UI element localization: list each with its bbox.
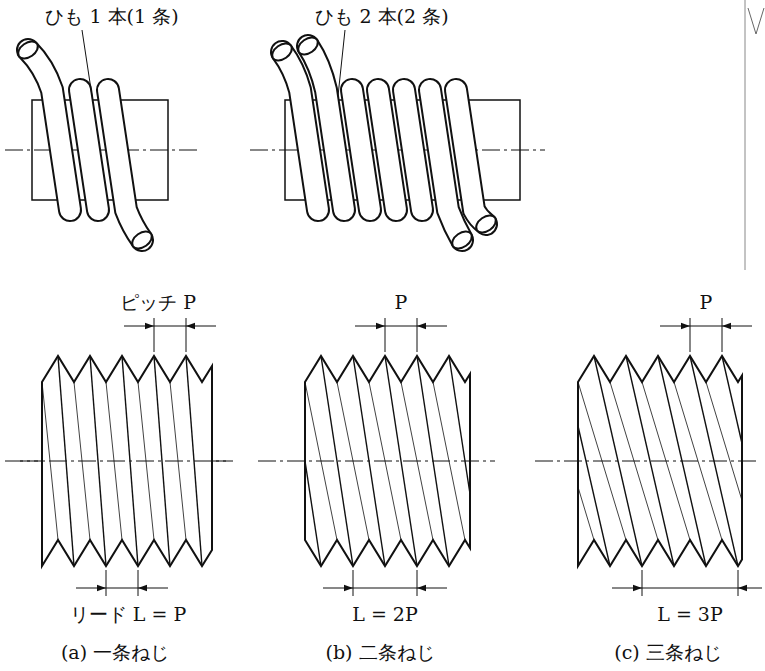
triple-start-thread: [535, 318, 762, 596]
label-text: P: [393, 291, 410, 314]
double-start-thread: [258, 318, 495, 596]
single-start-thread: [5, 318, 235, 596]
label-text: L = 2P: [350, 603, 420, 626]
label-text: ひも 2 本(2 条): [313, 5, 450, 28]
label-text: (b) 二条ねじ: [323, 641, 436, 664]
label-text: ひも 1 本(1 条): [43, 5, 180, 28]
label-text: P: [698, 291, 715, 314]
double-rope-figure: [250, 30, 545, 252]
label-text: リード L = P: [68, 603, 188, 626]
label-text: (a) 一条ねじ: [59, 641, 171, 664]
cropped-figure: [745, 0, 764, 270]
label-text: ピッチ P: [118, 291, 198, 314]
label-text: (c) 三条ねじ: [612, 641, 724, 664]
label-text: L = 3P: [655, 603, 725, 626]
single-rope-figure: [5, 30, 200, 252]
